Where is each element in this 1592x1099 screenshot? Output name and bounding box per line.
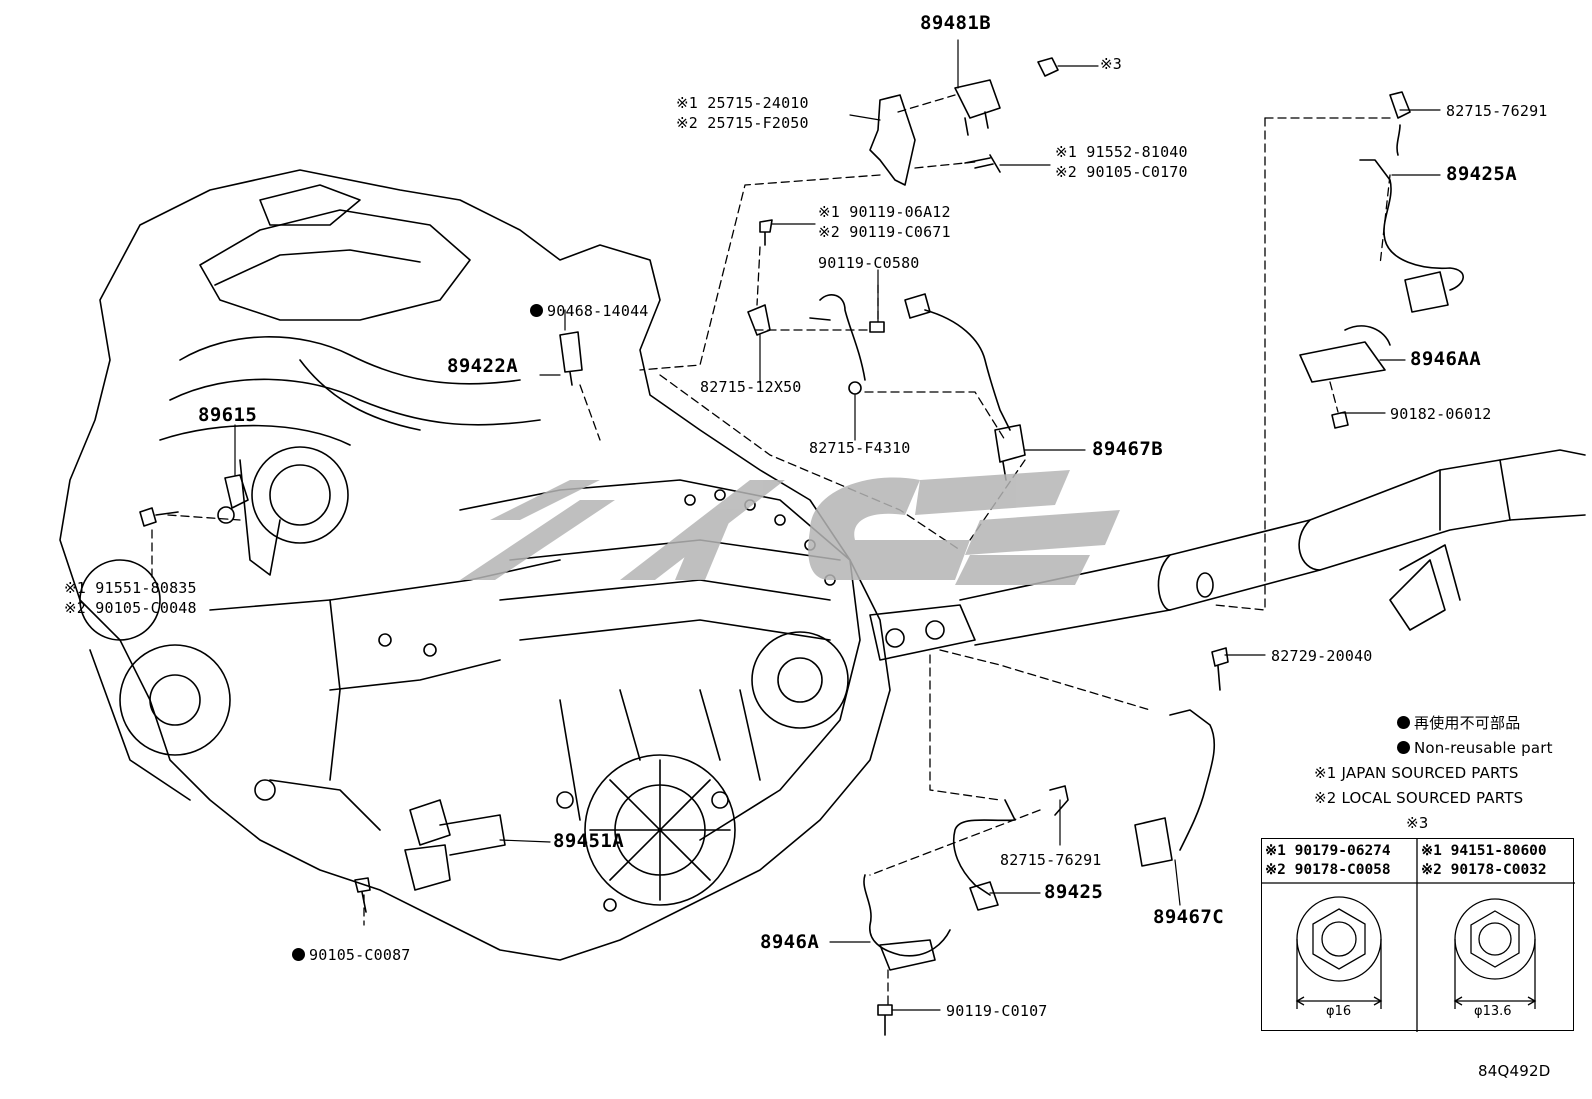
nut-right-part-2: ※2 90178-C0032	[1421, 862, 1547, 878]
part-label-82715-76291-top: 82715-76291	[1446, 102, 1548, 120]
part-label-90119-06A12: ※1 90119-06A12	[818, 203, 951, 221]
part-label-90119-C0107: 90119-C0107	[946, 1002, 1048, 1020]
part-label-89467B: 89467B	[1092, 438, 1164, 460]
nut-right-diameter: φ13.6	[1474, 1004, 1512, 1019]
part-label-89467C: 89467C	[1153, 906, 1225, 928]
part-label-89615: 89615	[198, 404, 258, 426]
nut-left-drawing	[1295, 896, 1383, 1009]
part-label-89425A: 89425A	[1446, 163, 1518, 185]
part-label-25715-24010: ※1 25715-24010	[676, 94, 809, 112]
part-label-89481B: 89481B	[920, 12, 992, 34]
nut-right-drawing	[1453, 898, 1537, 1009]
nut-left-diameter: φ16	[1326, 1004, 1352, 1019]
part-label-90105-C0048: ※2 90105-C0048	[64, 599, 197, 617]
part-label-89425: 89425	[1044, 881, 1104, 903]
part-label-90119-C0671: ※2 90119-C0671	[818, 223, 951, 241]
nut-left-part-2: ※2 90178-C0058	[1265, 862, 1391, 878]
part-label-89422A: 89422A	[447, 355, 519, 377]
part-label-82729-20040: 82729-20040	[1271, 647, 1373, 665]
part-label-nut-ref-3: ※3	[1100, 55, 1122, 73]
part-label-91551-80835: ※1 91551-80835	[64, 579, 197, 597]
part-label-82715-F4310: 82715-F4310	[809, 439, 911, 457]
nut-right-part-1: ※1 94151-80600	[1421, 843, 1547, 859]
legend-note-local-sourced: ※2 LOCAL SOURCED PARTS	[1314, 789, 1524, 807]
dashed-leader-lines	[151, 94, 1391, 1006]
part-label-91552-81040: ※1 91552-81040	[1055, 143, 1188, 161]
legend-non-reusable-en: Non-reusable part	[1397, 739, 1553, 757]
part-label-90105-C0087: 90105-C0087	[292, 946, 411, 964]
nut-table-title: ※3	[1406, 814, 1429, 832]
legend-note-japan-sourced: ※1 JAPAN SOURCED PARTS	[1314, 764, 1519, 782]
part-label-8946AA: 8946AA	[1410, 348, 1482, 370]
part-label-90105-C0170: ※2 90105-C0170	[1055, 163, 1188, 181]
part-label-8946A: 8946A	[760, 931, 820, 953]
leader-lines	[234, 39, 1441, 1011]
exhaust-pipe-drawing	[959, 449, 1586, 646]
part-label-90468-14044: 90468-14044	[530, 302, 649, 320]
engine-block-drawing	[59, 169, 976, 961]
part-label-25715-F2050: ※2 25715-F2050	[676, 114, 809, 132]
nut-left-part-1: ※1 90179-06274	[1265, 843, 1391, 859]
nut-spec-table: ※1 90179-06274 ※2 90178-C0058 ※1 94151-8…	[1261, 838, 1575, 1032]
diagram-code: 84Q492D	[1478, 1062, 1551, 1080]
part-label-82715-76291-bottom: 82715-76291	[1000, 851, 1102, 869]
part-label-89451A: 89451A	[553, 830, 625, 852]
legend-non-reusable-jp: 再使用不可部品	[1397, 714, 1520, 732]
watermark-logo	[460, 470, 1120, 585]
part-label-90182-06012: 90182-06012	[1390, 405, 1492, 423]
nut-table-grid	[1262, 839, 1575, 1032]
part-label-90119-C0580: 90119-C0580	[818, 254, 920, 272]
part-label-82715-12X50: 82715-12X50	[700, 378, 802, 396]
